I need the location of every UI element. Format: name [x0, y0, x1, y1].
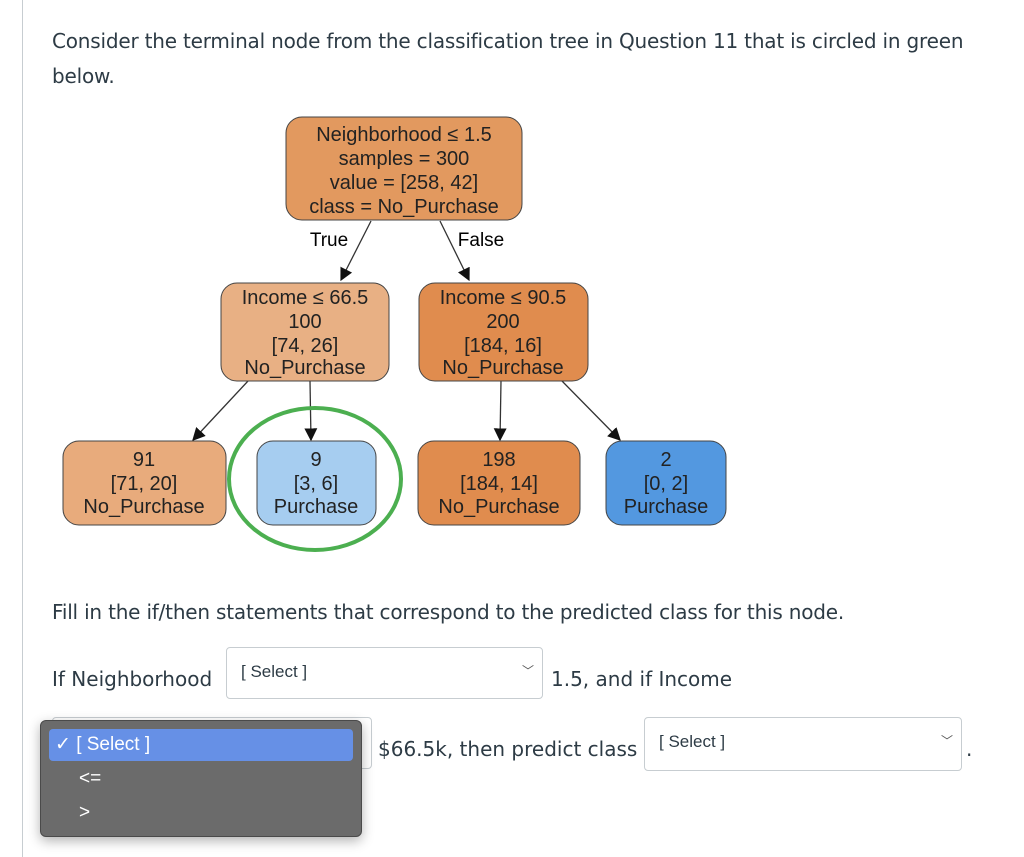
statement-period: . [966, 737, 973, 761]
svg-text:[184, 14]: [184, 14] [460, 473, 538, 495]
svg-text:[3, 6]: [3, 6] [294, 473, 338, 495]
edge-label-true: True [310, 230, 348, 251]
select-value: [ Select ] [659, 732, 726, 751]
tree-leaf-1: 91[71, 20]No_Purchase [62, 440, 227, 526]
svg-text:value = [258, 42]: value = [258, 42] [330, 172, 478, 194]
svg-text:Purchase: Purchase [624, 496, 709, 518]
svg-text:[74, 26]: [74, 26] [272, 335, 339, 357]
svg-text:91: 91 [133, 449, 155, 471]
svg-text:9: 9 [310, 449, 321, 471]
svg-text:Income ≤ 66.5: Income ≤ 66.5 [242, 287, 369, 309]
question-text: Consider the terminal node from the clas… [52, 29, 964, 88]
svg-text:[0, 2]: [0, 2] [644, 473, 688, 495]
dropdown-option-select[interactable]: ✓ [ Select ] [49, 729, 353, 761]
svg-text:No_Purchase: No_Purchase [244, 357, 365, 379]
tree-edges [192, 220, 621, 442]
dropdown-option-gt[interactable]: > [79, 802, 91, 823]
income-operator-dropdown-menu: ✓ [ Select ] <= > [40, 720, 362, 837]
svg-text:No_Purchase: No_Purchase [438, 496, 559, 518]
statement-text-3: $66.5k, then predict class [378, 737, 638, 761]
svg-text:Income ≤ 90.5: Income ≤ 90.5 [440, 287, 567, 309]
tree-leaf-2-circled: 9[3, 6]Purchase [256, 440, 377, 526]
svg-text:[184, 16]: [184, 16] [464, 335, 542, 357]
chevron-down-icon: ﹀ [940, 734, 953, 748]
green-circle-highlight [227, 406, 403, 552]
tree-leaf-3: 198[184, 14]No_Purchase [417, 440, 581, 526]
neighborhood-operator-select[interactable]: [ Select ] ﹀ [226, 647, 543, 699]
svg-text:No_Purchase: No_Purchase [442, 357, 563, 379]
svg-text:198: 198 [482, 449, 515, 471]
svg-text:100: 100 [288, 311, 321, 333]
statement-text-1: If Neighborhood [52, 667, 213, 691]
svg-text:[71, 20]: [71, 20] [111, 473, 178, 495]
edge-label-false: False [458, 230, 504, 251]
dropdown-option-lte[interactable]: <= [79, 768, 102, 789]
svg-text:samples = 300: samples = 300 [339, 148, 470, 170]
svg-text:Purchase: Purchase [274, 496, 359, 518]
svg-text:Neighborhood ≤ 1.5: Neighborhood ≤ 1.5 [316, 124, 492, 146]
content-border [22, 0, 23, 857]
instructions-text: Fill in the if/then statements that corr… [52, 600, 845, 624]
tree-leaf-4: 2[0, 2]Purchase [605, 440, 727, 526]
statement-text-2: 1.5, and if Income [551, 667, 733, 691]
predict-class-select[interactable]: [ Select ] ﹀ [644, 717, 962, 771]
chevron-down-icon: ﹀ [521, 664, 534, 678]
check-icon: ✓ [55, 734, 71, 755]
svg-text:200: 200 [486, 311, 519, 333]
select-value: [ Select ] [241, 662, 308, 681]
svg-text:class = No_Purchase: class = No_Purchase [309, 196, 499, 218]
svg-text:2: 2 [660, 449, 671, 471]
svg-text:No_Purchase: No_Purchase [83, 496, 204, 518]
